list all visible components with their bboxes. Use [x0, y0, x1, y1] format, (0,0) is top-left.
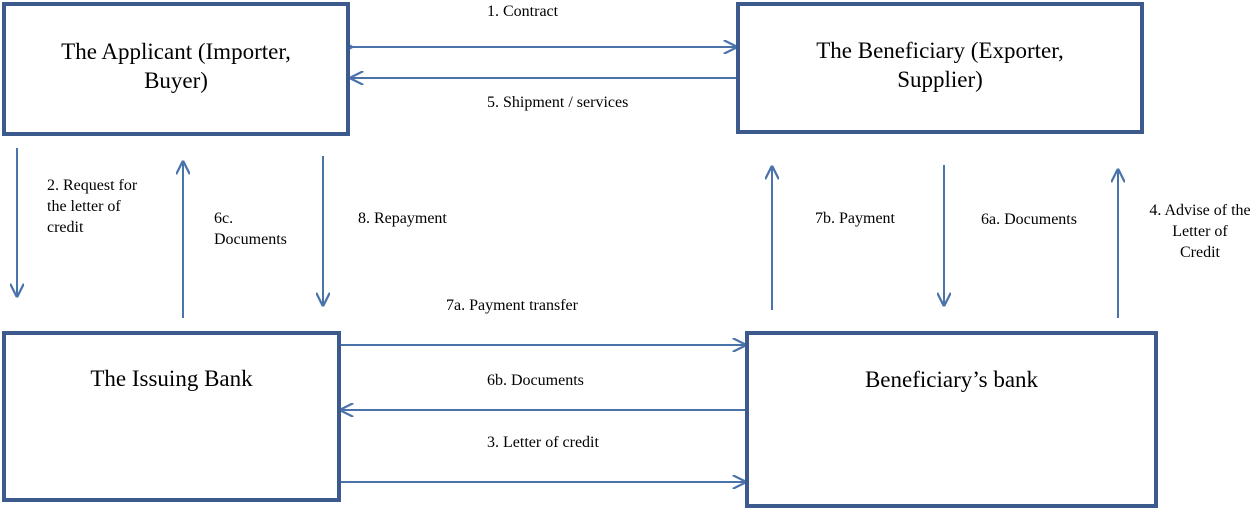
step-5-label: 5. Shipment / services — [487, 94, 629, 111]
issuing-bank-title: The Issuing Bank — [90, 366, 253, 391]
step-4-label-line3: Credit — [1180, 244, 1220, 261]
step-6b-label: 6b. Documents — [487, 372, 584, 389]
step-7a-label: 7a. Payment transfer — [446, 297, 578, 314]
beneficiary-title-line1: The Beneficiary (Exporter, — [816, 38, 1064, 63]
applicant-title-line2: Buyer) — [144, 68, 208, 93]
step-2-label-line2: the letter of — [47, 198, 121, 215]
step-2-label-line1: 2. Request for — [47, 177, 138, 194]
beneficiary-title: The Beneficiary (Exporter, Supplier) — [740, 36, 1140, 94]
issuing-bank-box: The Issuing Bank — [2, 331, 341, 502]
step-4-label-line1: 4. Advise of the — [1149, 202, 1251, 219]
applicant-title-line1: The Applicant (Importer, — [61, 39, 291, 64]
step-6c-label-line1: 6c. — [214, 210, 234, 227]
step-1-label: 1. Contract — [487, 3, 559, 20]
applicant-box: The Applicant (Importer, Buyer) — [2, 2, 350, 136]
step-4-label-line2: Letter of — [1172, 223, 1228, 240]
step-2-label-line3: credit — [47, 219, 84, 236]
step-7b-label: 7b. Payment — [815, 210, 895, 227]
step-3-label: 3. Letter of credit — [487, 434, 599, 451]
beneficiary-bank-box: Beneficiary’s bank — [745, 331, 1158, 508]
beneficiary-box: The Beneficiary (Exporter, Supplier) — [736, 2, 1144, 134]
step-6a-label: 6a. Documents — [981, 211, 1077, 228]
beneficiary-title-line2: Supplier) — [897, 67, 983, 92]
beneficiary-bank-title: Beneficiary’s bank — [864, 367, 1039, 392]
step-6c-label-line2: Documents — [214, 231, 287, 248]
step-2-label: 2. Request for the letter of credit — [47, 175, 137, 238]
step-8-label: 8. Repayment — [358, 210, 447, 227]
step-6c-label: 6c. Documents — [214, 208, 287, 250]
step-4-label: 4. Advise of the Letter of Credit — [1143, 200, 1257, 263]
applicant-title: The Applicant (Importer, Buyer) — [6, 37, 346, 95]
